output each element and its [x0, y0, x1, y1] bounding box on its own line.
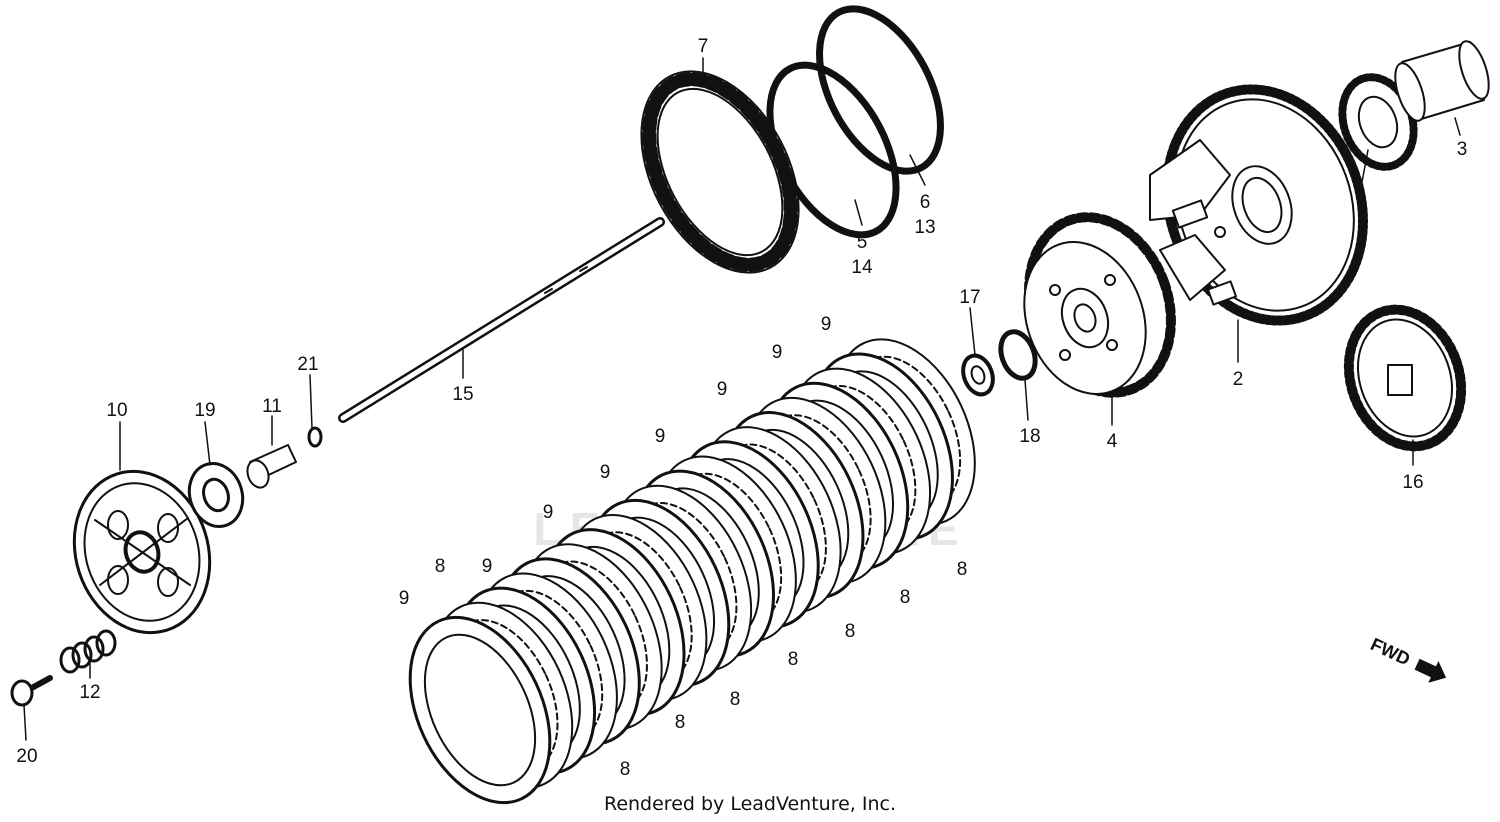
callout-9-1: 9	[399, 588, 410, 609]
fwd-arrow-icon	[1414, 658, 1447, 683]
bolt-20	[10, 675, 53, 707]
callout-8-1: 8	[620, 759, 631, 780]
clutch-plate-stack	[408, 338, 976, 805]
callout-7: 7	[698, 36, 709, 57]
pressure-plate-10	[72, 469, 212, 635]
callout-8-4: 8	[788, 649, 799, 670]
callout-5: 5	[857, 232, 868, 253]
callout-8-2: 8	[675, 712, 686, 733]
callout-18: 18	[1019, 426, 1040, 447]
leader-lines	[23, 57, 1461, 741]
clutch-outer-housing-2	[1149, 84, 1368, 326]
ring-6	[816, 5, 944, 175]
callout-8-7: 8	[957, 559, 968, 580]
sleeve-3	[1394, 40, 1490, 122]
callout-21: 21	[297, 354, 318, 375]
callout-9-8: 9	[821, 314, 832, 335]
callout-16: 16	[1402, 472, 1423, 493]
push-rod-15	[338, 217, 665, 423]
callout-8-6: 8	[900, 587, 911, 608]
friction-plate-1	[408, 615, 552, 805]
clutch-center-4	[1023, 212, 1176, 398]
snap-ring-21	[307, 426, 323, 448]
callout-9-3: 9	[543, 502, 554, 523]
callout-1: 1	[1355, 184, 1366, 205]
callout-labels: 7 5 14 6 13 2 1 3 4 17 18 16 15 10 19 11…	[16, 36, 1467, 767]
callout-10: 10	[106, 400, 127, 421]
callout-17: 17	[959, 287, 980, 308]
clutch-spring-12	[59, 629, 117, 674]
gear-16	[1343, 304, 1467, 452]
fwd-label: FWD	[1368, 634, 1414, 669]
callout-12: 12	[79, 682, 100, 703]
callout-9-7: 9	[772, 342, 783, 363]
footer-caption: Rendered by LeadVenture, Inc.	[604, 793, 896, 815]
callout-15: 15	[452, 384, 473, 405]
fwd-direction-indicator: FWD	[1368, 634, 1447, 683]
callout-9-5: 9	[655, 426, 666, 447]
bearing-19	[187, 462, 245, 528]
callout-2: 2	[1233, 369, 1244, 390]
callout-9-4: 9	[600, 462, 611, 483]
callout-11: 11	[262, 396, 282, 417]
callout-6: 6	[920, 192, 931, 213]
plate-callouts: 9 9 9 9 9 9 9 9 8 8 8 8 8 8 8 8	[399, 314, 968, 780]
lifter-piece-11	[246, 444, 297, 489]
washer-18	[998, 329, 1038, 381]
callout-4: 4	[1107, 431, 1118, 452]
callout-13: 13	[914, 217, 935, 238]
callout-20: 20	[16, 746, 37, 767]
callout-9-2: 9	[482, 556, 493, 577]
callout-3: 3	[1457, 139, 1468, 160]
callout-8-5: 8	[845, 621, 856, 642]
ring-5	[766, 61, 900, 239]
callout-8-8: 8	[435, 556, 446, 577]
callout-14: 14	[851, 257, 873, 278]
friction-disc-7	[640, 70, 800, 274]
lock-nut-17	[961, 353, 995, 397]
callout-8-3: 8	[730, 689, 741, 710]
callout-19: 19	[194, 400, 215, 421]
callout-9-6: 9	[717, 379, 728, 400]
